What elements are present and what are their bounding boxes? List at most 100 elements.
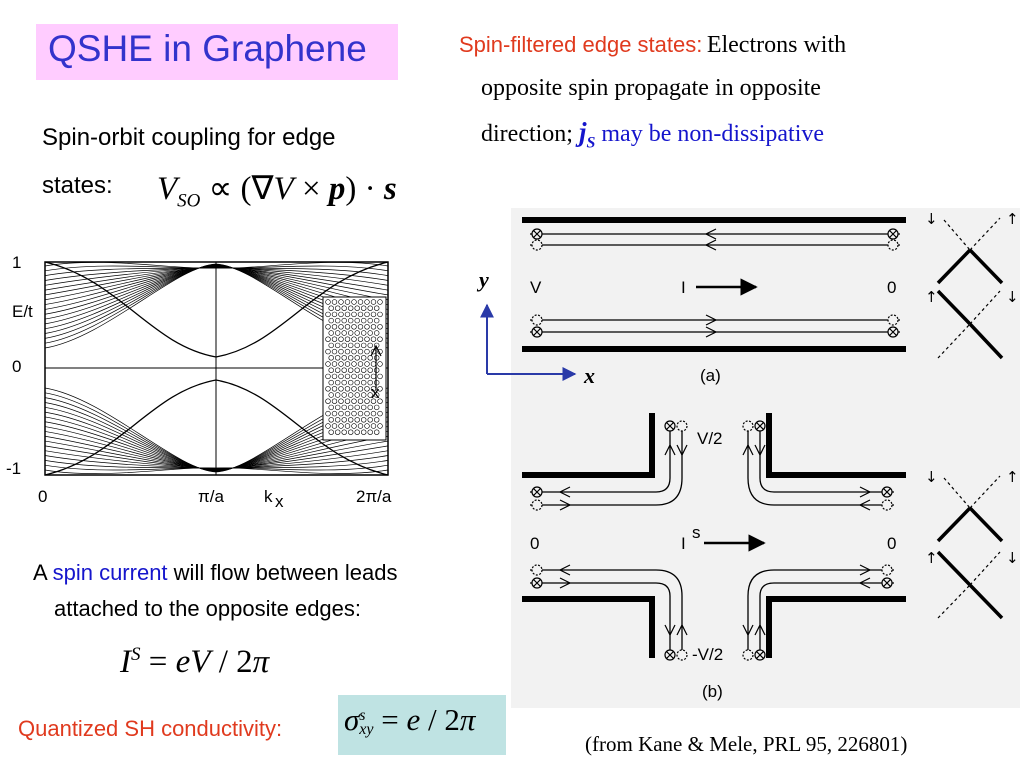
dispersion-b: ↓ ↑ ↑ ↓ — [925, 468, 1019, 620]
soc-text-line2: states: — [42, 172, 113, 199]
edge-states-text3: direction; — [481, 121, 573, 147]
lattice-site — [361, 342, 367, 349]
b-caption: (b) — [702, 682, 723, 701]
lattice-site — [335, 417, 341, 423]
lattice-site — [344, 348, 351, 355]
lattice-site — [351, 299, 357, 305]
lattice-site — [367, 392, 373, 398]
slide-title: QSHE in Graphene — [48, 28, 367, 69]
lattice-site — [354, 355, 360, 361]
lattice-site — [331, 423, 338, 429]
panel-a: V I 0 (a) — [522, 217, 906, 385]
a-right-voltage: 0 — [887, 278, 896, 297]
lattice-site — [344, 386, 351, 392]
band-tick-labels: 1 E/t 0 -1 0 π/a k x 2π/a — [6, 253, 392, 511]
edge-states-text2: opposite spin propagate in opposite — [481, 75, 821, 101]
y-tick-neg1: -1 — [6, 459, 21, 478]
lattice-site — [341, 404, 347, 411]
svg-text:↑: ↑ — [925, 549, 938, 567]
spin-markers-a — [531, 228, 899, 338]
lattice-site — [351, 336, 357, 342]
x-tick-pi: π/a — [198, 487, 224, 506]
lattice-site — [331, 311, 338, 318]
x-tick-0: 0 — [38, 487, 47, 506]
lattice-site — [344, 410, 351, 417]
lattice-site — [367, 305, 373, 311]
svg-text:↑: ↑ — [1006, 210, 1019, 228]
lattice-site — [348, 392, 354, 398]
lattice-site — [370, 398, 377, 404]
dispersion-a: ↓ ↑ ↑ ↓ — [925, 210, 1019, 360]
lattice-site — [370, 423, 377, 429]
lattice-site — [344, 423, 351, 429]
lattice-site — [335, 317, 341, 324]
lattice-site — [348, 379, 354, 386]
y-tick-0: 0 — [12, 357, 21, 376]
lattice-site — [364, 348, 370, 355]
lattice-site — [364, 398, 370, 404]
lattice-site — [344, 311, 351, 318]
svg-text:↓: ↓ — [925, 210, 938, 228]
soc-equation: VSO ∝ (∇V × p) · s — [157, 171, 397, 212]
lattice-site — [328, 305, 334, 311]
lattice-site — [357, 398, 364, 404]
lattice-site — [374, 330, 380, 336]
lattice-site — [325, 361, 331, 367]
lattice-site — [328, 417, 334, 423]
lattice-site — [361, 317, 367, 324]
panel-b — [522, 413, 906, 658]
spin-current-c: will flow between leads — [173, 560, 398, 585]
lattice-site — [351, 386, 357, 392]
lattice-site — [354, 417, 360, 423]
lattice-site — [361, 305, 367, 311]
lattice-site — [367, 367, 373, 373]
b-right-voltage: 0 — [887, 534, 896, 553]
lattice-site — [341, 417, 347, 423]
edge-state-lower — [44, 379, 389, 476]
edge-states-title: Spin-filtered edge states: — [459, 32, 703, 57]
lattice-site — [374, 317, 380, 324]
lattice-site — [331, 398, 338, 404]
lattice-site — [335, 330, 341, 336]
lattice-site — [338, 423, 344, 429]
spin-current-a: A — [33, 560, 47, 585]
inset-x-label: x — [371, 383, 380, 402]
lattice-site — [328, 429, 334, 435]
spin-current-line1: A spin current will flow between leads — [33, 560, 397, 586]
lattice-site — [361, 392, 367, 398]
svg-text:↓: ↓ — [1006, 549, 1019, 567]
lattice-site — [351, 410, 357, 417]
lattice-site — [370, 311, 377, 318]
lattice-site — [361, 330, 367, 336]
lattice-site — [328, 317, 334, 324]
lattice-site — [377, 373, 383, 380]
lattice-site — [377, 324, 383, 330]
lattice-site — [377, 311, 383, 318]
lattice-site — [370, 336, 377, 342]
lattice-site — [348, 355, 354, 361]
lattice-site — [361, 417, 367, 423]
lattice-site — [338, 386, 344, 392]
lattice-site — [335, 367, 341, 373]
chan-arrow-1 — [704, 228, 717, 240]
lattice-site — [357, 386, 364, 392]
lattice-site — [354, 317, 360, 324]
lattice-site — [367, 404, 373, 411]
lattice-site — [331, 324, 338, 330]
lattice-site — [338, 373, 344, 380]
lattice-site — [374, 379, 380, 386]
lattice-site — [357, 348, 364, 355]
lattice-site — [325, 348, 331, 355]
axis-y-label: y — [476, 267, 489, 292]
lattice-site — [338, 299, 344, 305]
lattice-site — [335, 379, 341, 386]
lattice-site — [335, 305, 341, 311]
b-channels — [530, 428, 894, 650]
lattice-site — [338, 324, 344, 330]
svg-text:↑: ↑ — [1006, 468, 1019, 486]
strip-bottom-edge — [522, 346, 906, 352]
spin-current-highlight: spin current — [52, 560, 168, 585]
lattice-site — [335, 404, 341, 411]
lattice-site — [328, 355, 334, 361]
svg-text:↓: ↓ — [1006, 288, 1019, 306]
